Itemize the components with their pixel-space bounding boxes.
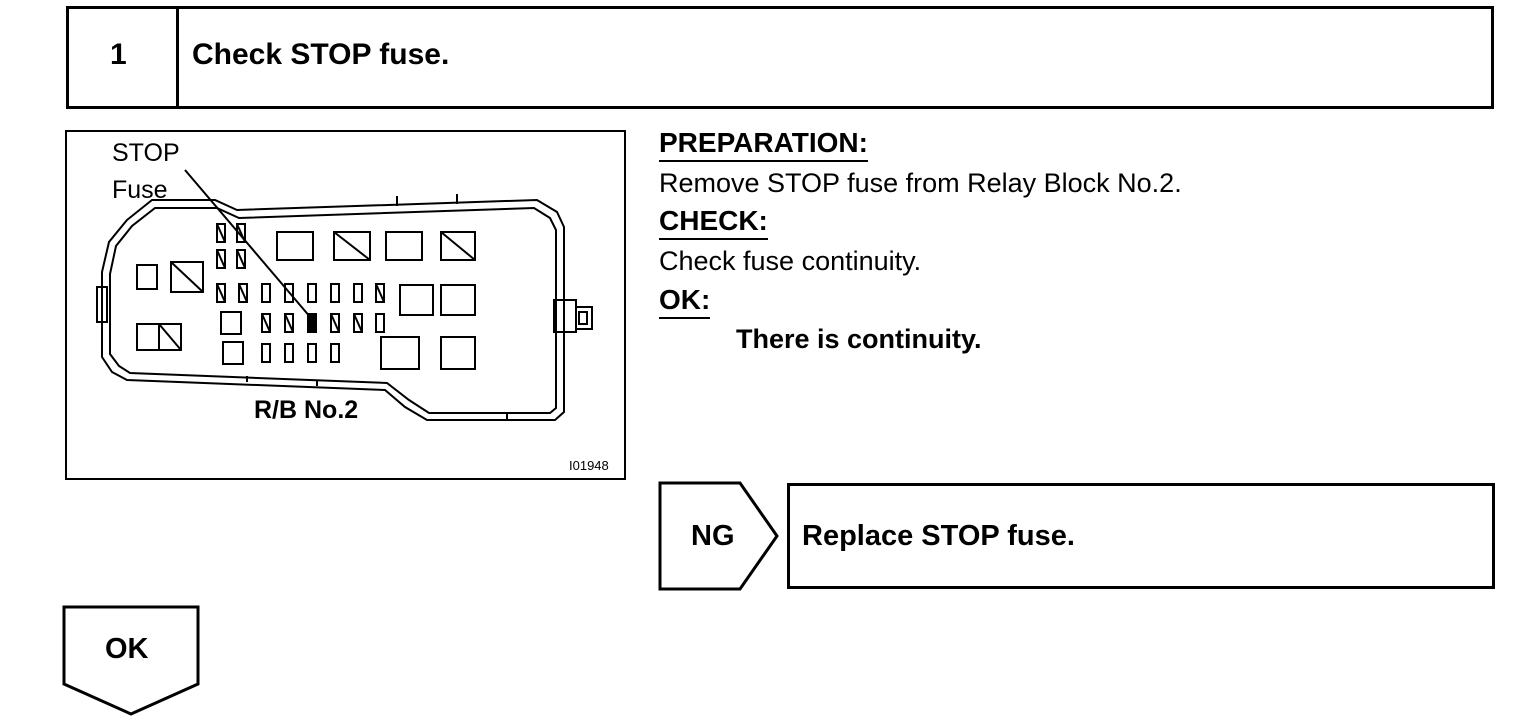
- figure-code: I01948: [569, 458, 609, 473]
- stop-fuse-highlight: [307, 313, 317, 333]
- stop-fuse-callout-line2: Fuse: [112, 176, 168, 204]
- step-header-divider: [176, 6, 179, 109]
- ng-action-text: Replace STOP fuse.: [802, 520, 1075, 552]
- step-title: Check STOP fuse.: [192, 38, 450, 71]
- stop-fuse-callout-line1: STOP: [112, 139, 180, 167]
- ng-action-box: [787, 483, 1495, 589]
- step-header-box: [66, 6, 1494, 109]
- relay-block-diagram: [96, 169, 593, 421]
- ng-arrow-shape: [658, 481, 779, 591]
- relay-block-label: R/B No.2: [254, 396, 359, 424]
- ok-arrow-shape: [62, 605, 200, 716]
- ng-label: NG: [691, 520, 735, 552]
- ok-result-text: There is continuity.: [736, 324, 982, 354]
- check-text: Check fuse continuity.: [659, 246, 922, 276]
- preparation-heading: PREPARATION:: [659, 127, 868, 162]
- relay-block-figure: STOP Fuse R/B No.2 I01948: [65, 130, 626, 480]
- ok-heading: OK:: [659, 284, 711, 319]
- step-number: 1: [110, 38, 127, 71]
- check-heading: CHECK:: [659, 205, 768, 240]
- preparation-text: Remove STOP fuse from Relay Block No.2.: [659, 168, 1182, 198]
- ok-label: OK: [105, 633, 149, 665]
